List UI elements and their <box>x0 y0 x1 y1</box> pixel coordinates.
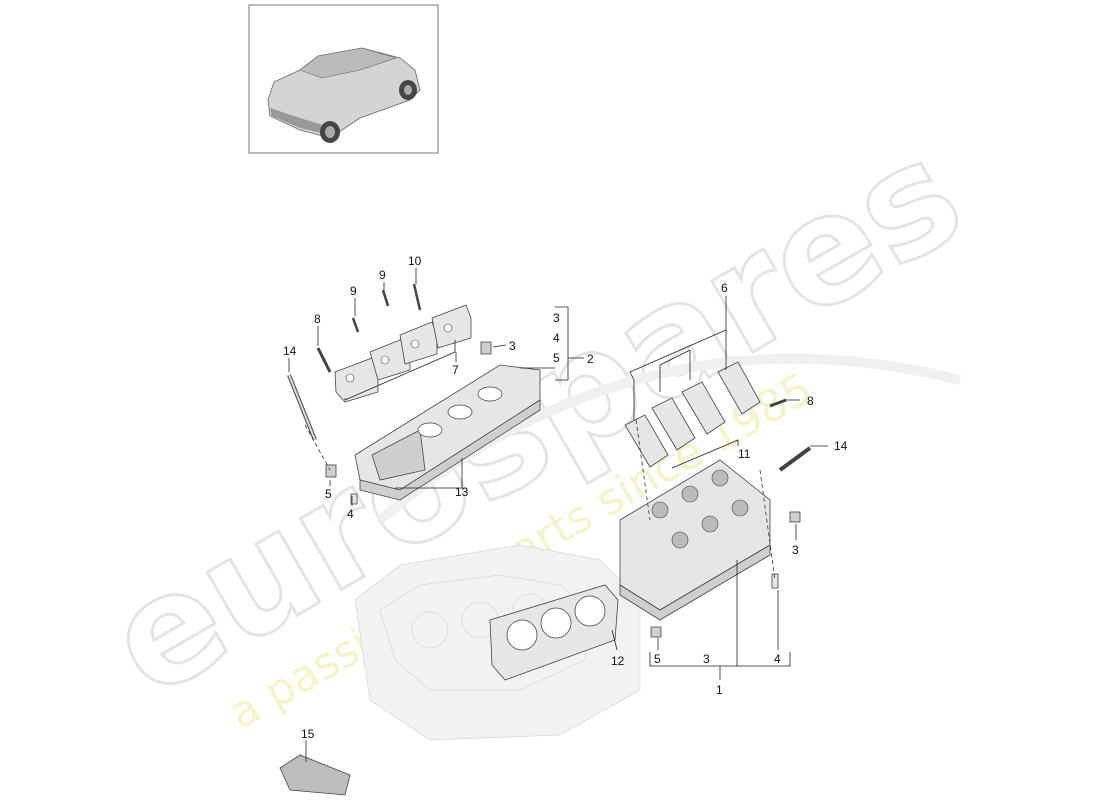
cylinder-head-left <box>354 364 541 501</box>
cylinder-head-right <box>619 459 771 621</box>
callout-8-right: 8 <box>807 394 814 408</box>
callout-3-top: 3 <box>553 311 560 325</box>
plug-left-3 <box>480 341 492 355</box>
leader-lines <box>288 268 828 762</box>
callout-3-right: 3 <box>792 543 799 557</box>
car-suv-icon <box>267 47 421 143</box>
callout-3-bottom: 3 <box>703 652 710 666</box>
cylinder-head-bolt-left <box>287 374 317 441</box>
callout-5-right: 5 <box>654 652 661 666</box>
sealant-tube <box>279 754 351 796</box>
bolt-left-8 <box>316 347 332 373</box>
callout-9-left: 9 <box>350 284 357 298</box>
callout-8-left: 8 <box>314 312 321 326</box>
vehicle-thumbnail <box>248 4 439 154</box>
callout-4-left: 4 <box>347 507 354 521</box>
callout-14-left: 14 <box>283 344 297 358</box>
bolt-right-8 <box>769 398 787 408</box>
callout-14-right: 14 <box>834 439 848 453</box>
callout-15: 15 <box>301 727 315 741</box>
callout-9-mid: 9 <box>379 268 386 282</box>
callout-3-plug: 3 <box>509 339 516 353</box>
callout-1: 1 <box>716 683 723 697</box>
pin-left-4 <box>350 493 358 505</box>
callout-5-left: 5 <box>325 487 332 501</box>
callout-2: 2 <box>587 352 594 366</box>
cylinder-head-gasket <box>489 584 619 681</box>
callout-6: 6 <box>721 281 728 295</box>
screws-9-10 <box>351 283 422 333</box>
callout-4-top: 4 <box>553 331 560 345</box>
camshaft-bearing-carriers-left <box>334 304 472 403</box>
pin-right-4 <box>771 573 779 589</box>
camshaft-bearing-carriers-right <box>624 361 761 468</box>
callout-labels: 15 14 8 9 9 10 7 3 4 5 3 2 5 4 13 6 8 11… <box>283 254 848 741</box>
callout-13: 13 <box>455 485 469 499</box>
sleeve-right-5 <box>650 626 662 638</box>
callout-7: 7 <box>452 363 459 377</box>
callout-10: 10 <box>408 254 422 268</box>
cylinder-head-bolt-right <box>778 446 812 472</box>
callout-12: 12 <box>611 654 625 668</box>
callout-5-top: 5 <box>553 351 560 365</box>
plug-right-3 <box>789 511 801 523</box>
callout-4-right: 4 <box>774 652 781 666</box>
sleeve-left-5 <box>325 464 337 478</box>
callout-11: 11 <box>738 447 751 461</box>
